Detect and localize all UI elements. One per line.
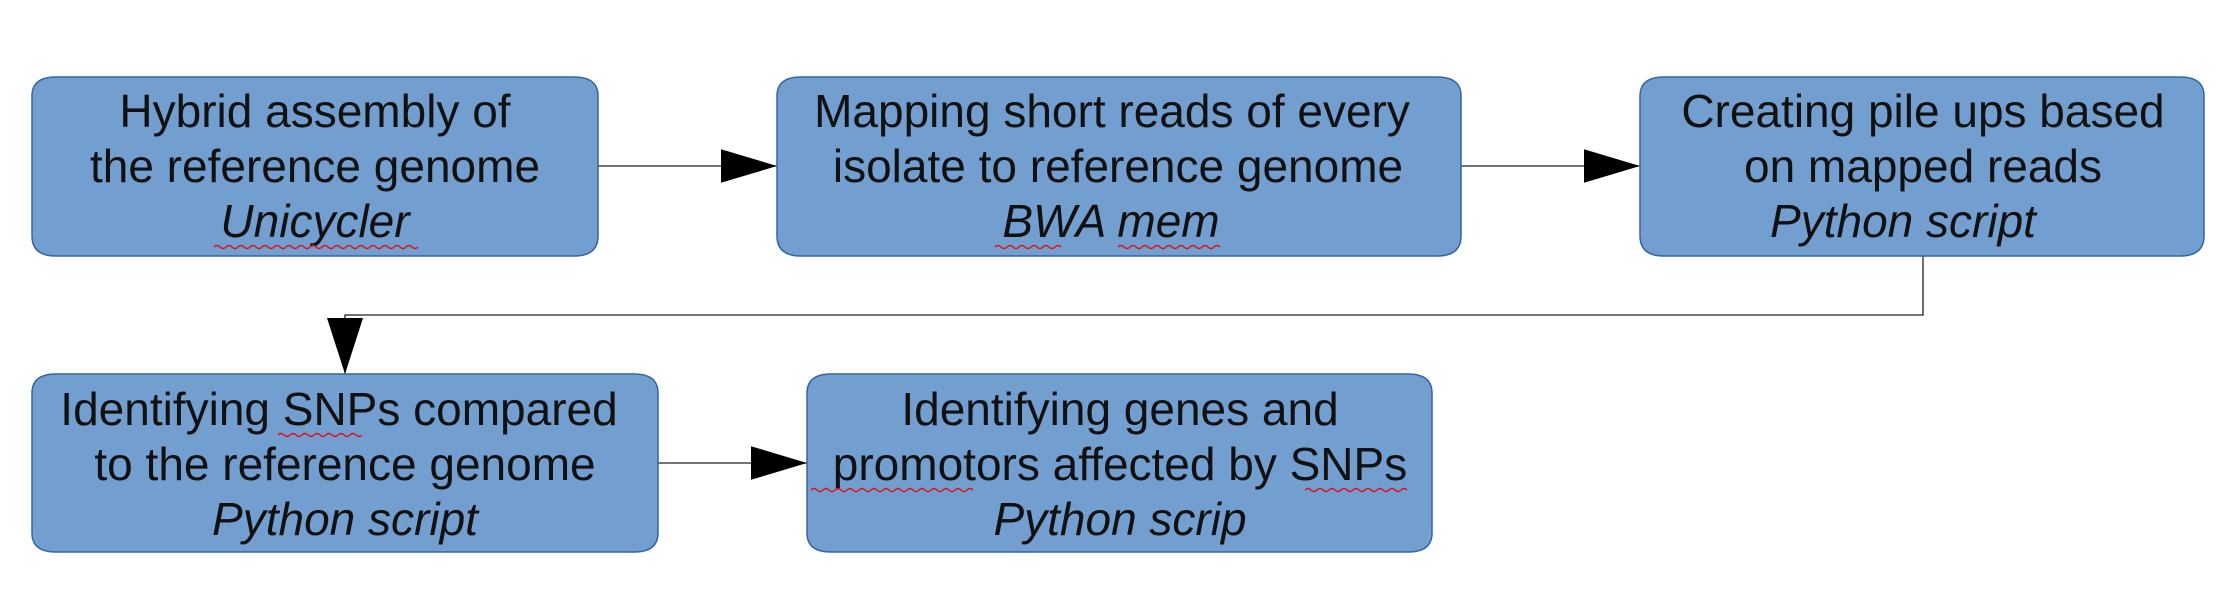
node-shape: [31, 76, 599, 257]
spellcheck-underline: [213, 244, 419, 250]
node-tool-label: Python script: [212, 493, 480, 545]
node-tool-label: Python script: [1770, 195, 2038, 247]
node-mapping-reads: Mapping short reads of every isolate to …: [776, 76, 1462, 257]
node-shape: [806, 373, 1433, 553]
node-label-line-2: the reference genome: [90, 140, 540, 192]
node-shape: [776, 76, 1462, 257]
node-shape: [31, 373, 659, 553]
spellcheck-underline: [994, 244, 1221, 250]
edge-pileups-to-snps: [327, 256, 1924, 374]
node-pile-ups: Creating pile ups based on mapped reads …: [1639, 76, 2205, 257]
node-identify-snps: Identifying SNPs compared to the referen…: [31, 373, 659, 553]
node-identify-genes: Identifying genes and promotors affected…: [806, 373, 1433, 553]
node-label-line-1: Creating pile ups based: [1681, 85, 2164, 137]
node-tool-label: BWA mem: [1002, 195, 1219, 247]
node-label-line-1: Identifying SNPs compared: [60, 383, 617, 435]
spellcheck-underline: [810, 487, 1408, 493]
node-label-line-1: Identifying genes and: [901, 383, 1338, 435]
node-label-line-2: isolate to reference genome: [833, 140, 1403, 192]
node-shape: [1639, 76, 2205, 257]
node-tool-label: Unicycler: [220, 195, 411, 247]
node-label-line-1: Mapping short reads of every: [814, 85, 1410, 137]
connectors: [327, 149, 1924, 480]
node-label-line-2: to the reference genome: [94, 438, 595, 490]
node-label-line-2: on mapped reads: [1744, 140, 2102, 192]
node-tool-label: Python scrip: [993, 493, 1246, 545]
spellcheck-underline: [277, 432, 363, 438]
node-label-line-2: promotors affected by SNPs: [833, 438, 1407, 490]
node-hybrid-assembly: Hybrid assembly of the reference genome …: [31, 76, 599, 257]
node-label-line-1: Hybrid assembly of: [119, 85, 510, 137]
